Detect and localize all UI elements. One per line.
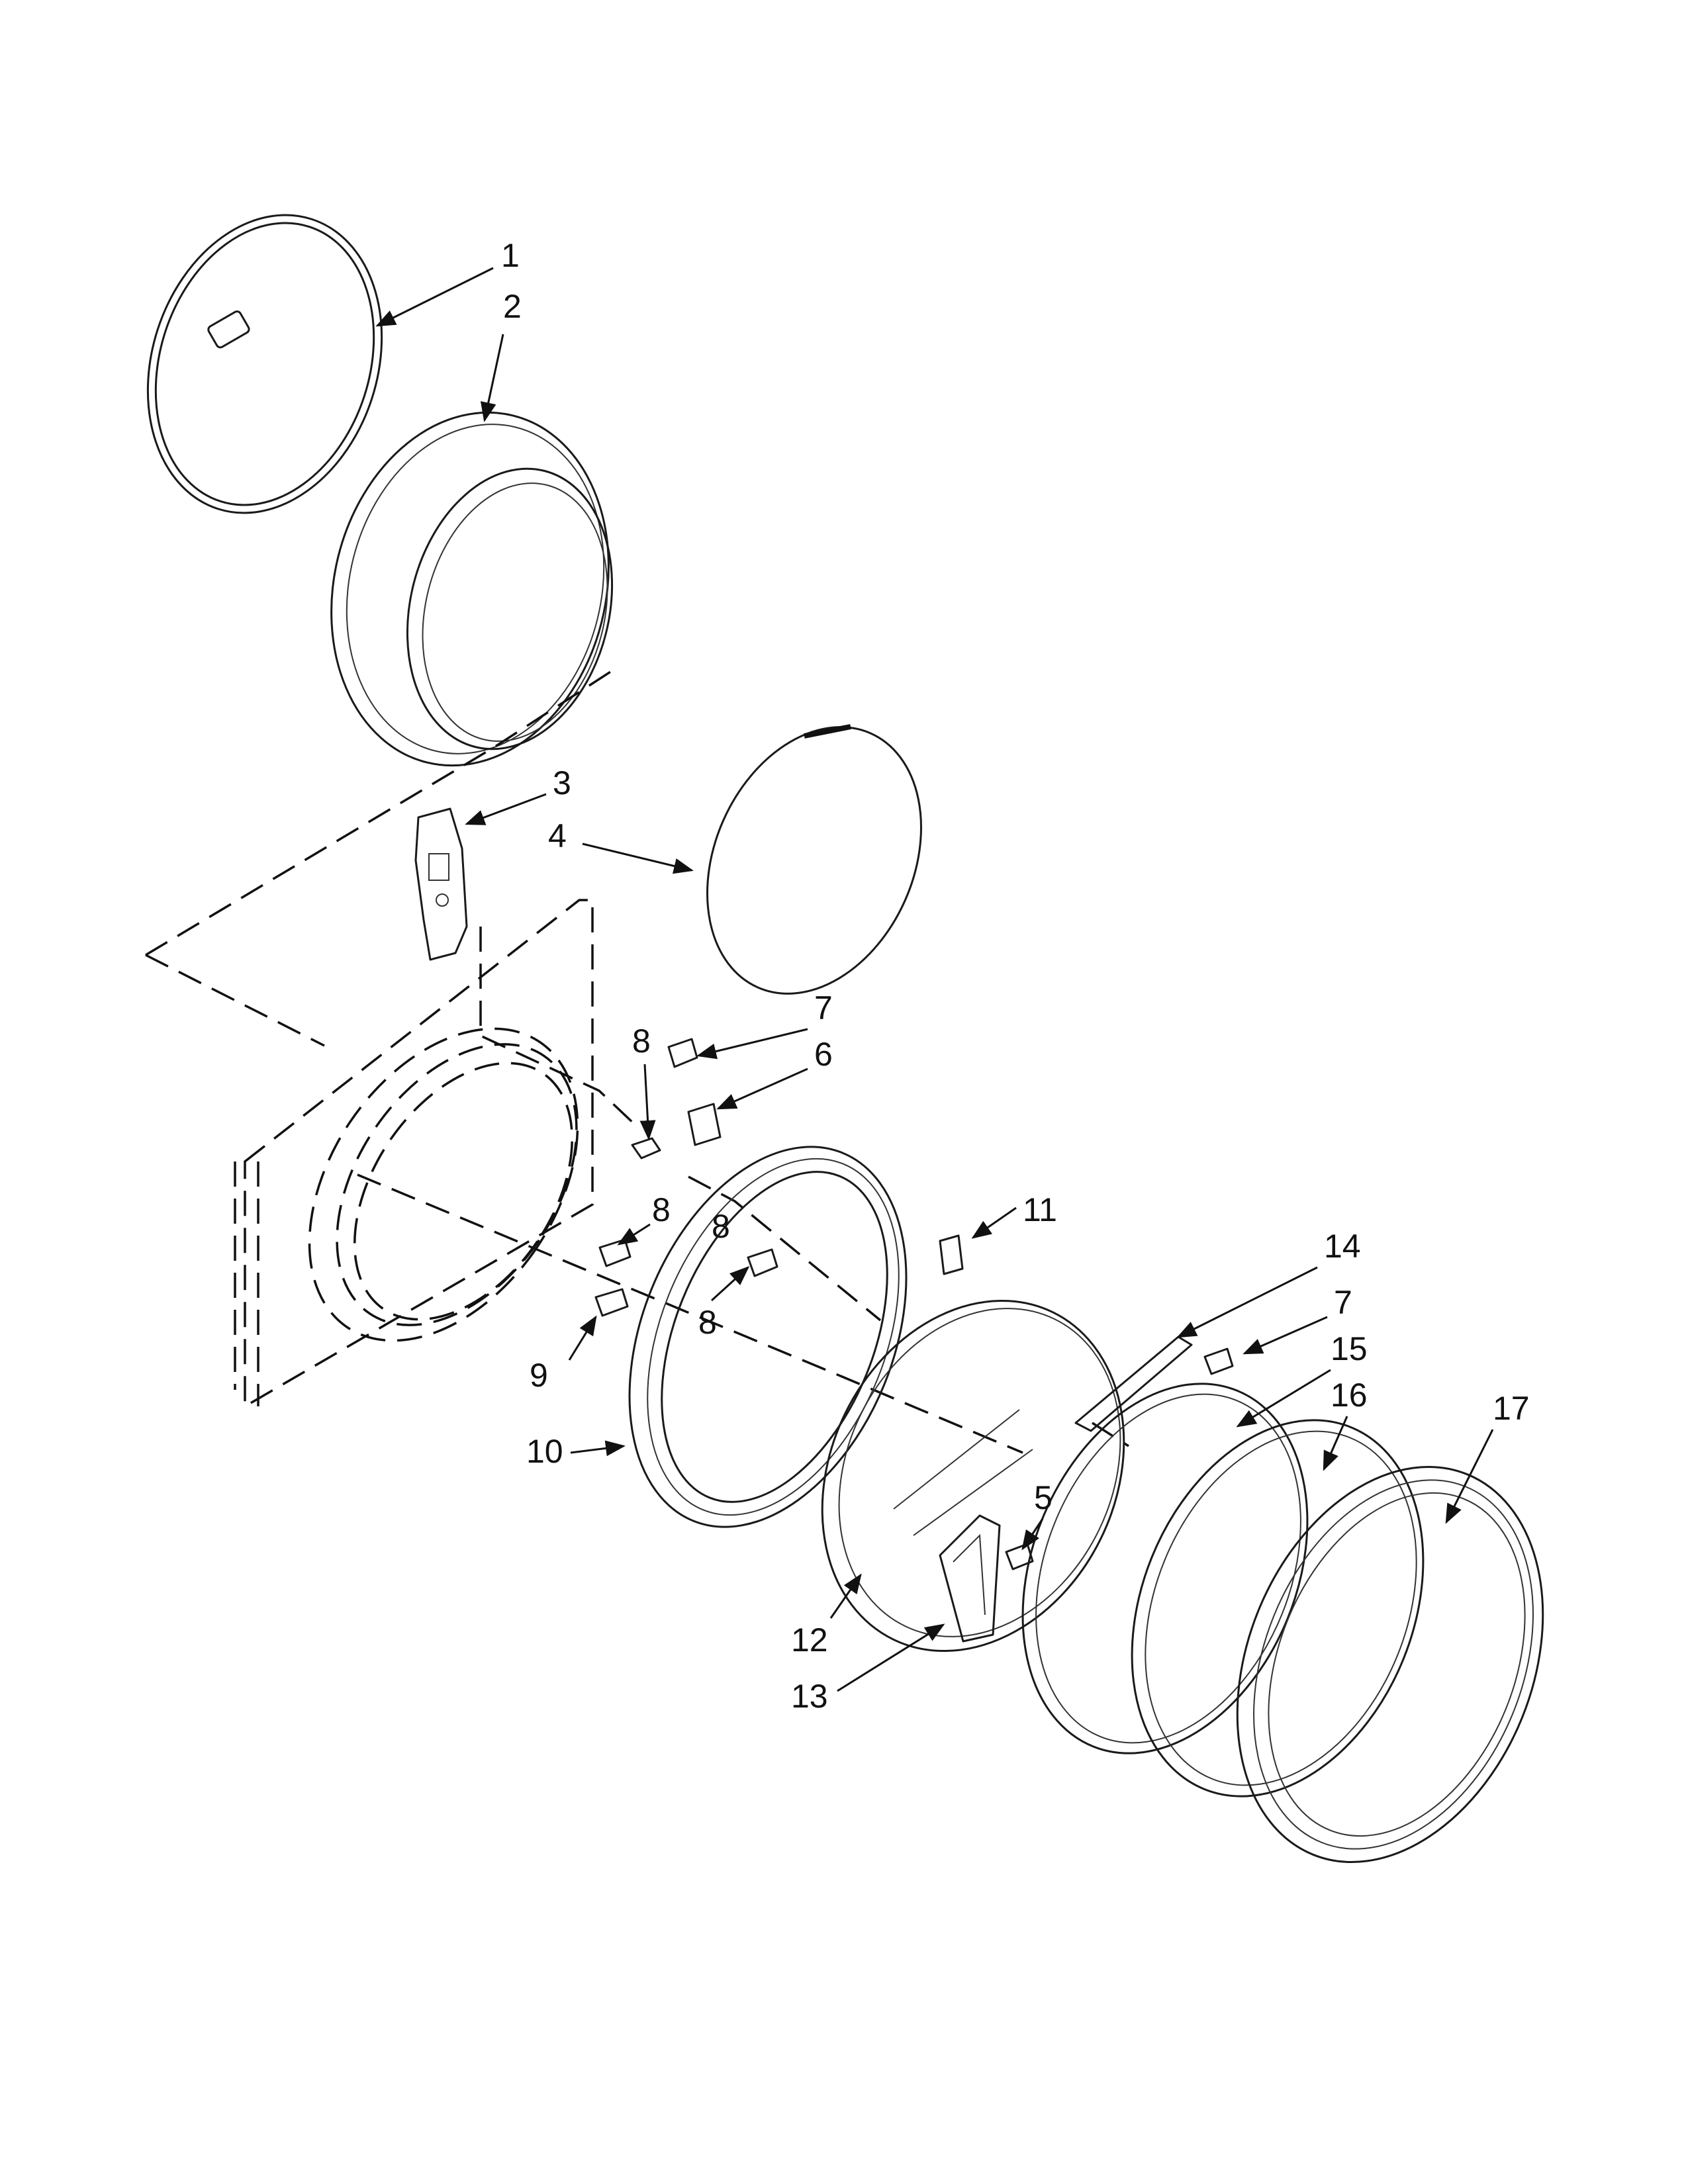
callout-8-frame: 8 <box>712 1208 730 1245</box>
callout-16: 16 <box>1331 1377 1368 1414</box>
callout-9: 9 <box>530 1357 548 1394</box>
callout-6: 6 <box>814 1036 833 1073</box>
callout-11: 11 <box>1023 1191 1057 1228</box>
callout-labels: 1 2 3 4 5 6 7 7 8 8 8 8 9 10 11 12 13 14… <box>501 237 1530 1715</box>
door-strike-part <box>1074 1336 1193 1432</box>
callout-7-top: 7 <box>814 989 833 1026</box>
callout-4: 4 <box>548 817 567 854</box>
hinge-part <box>687 1103 722 1146</box>
assembly-lines <box>145 667 1129 1454</box>
callout-10: 10 <box>526 1433 563 1470</box>
door-glass-part <box>821 1299 1125 1653</box>
callout-2: 2 <box>503 288 522 325</box>
callout-3: 3 <box>553 764 571 801</box>
door-gasket-part <box>706 724 922 995</box>
callout-8-middle: 8 <box>652 1191 671 1228</box>
front-panel-outline <box>234 899 594 1409</box>
leader-lines <box>375 267 1494 1692</box>
callout-14: 14 <box>1324 1228 1361 1265</box>
callout-12: 12 <box>791 1621 828 1659</box>
door-inner-shell-part <box>1131 1419 1425 1797</box>
callout-5: 5 <box>1034 1479 1053 1516</box>
callout-7-right: 7 <box>1334 1284 1352 1321</box>
callout-15: 15 <box>1331 1330 1368 1367</box>
callout-13: 13 <box>791 1678 828 1715</box>
inner-door-frame-part <box>628 1146 908 1528</box>
door-handle-part <box>939 1514 1001 1643</box>
door-back-part <box>1021 1383 1309 1754</box>
callout-8-lower: 8 <box>698 1304 717 1341</box>
callout-1: 1 <box>501 237 520 274</box>
clamp-ring-part <box>146 214 383 514</box>
callout-8-upper: 8 <box>632 1023 651 1060</box>
door-bellow-part <box>330 411 614 767</box>
callout-17: 17 <box>1493 1390 1530 1427</box>
screw-part <box>594 1038 1234 1570</box>
door-trim-ring-part <box>1236 1466 1544 1863</box>
clip-part <box>939 1234 964 1275</box>
door-lock-part <box>414 807 468 961</box>
